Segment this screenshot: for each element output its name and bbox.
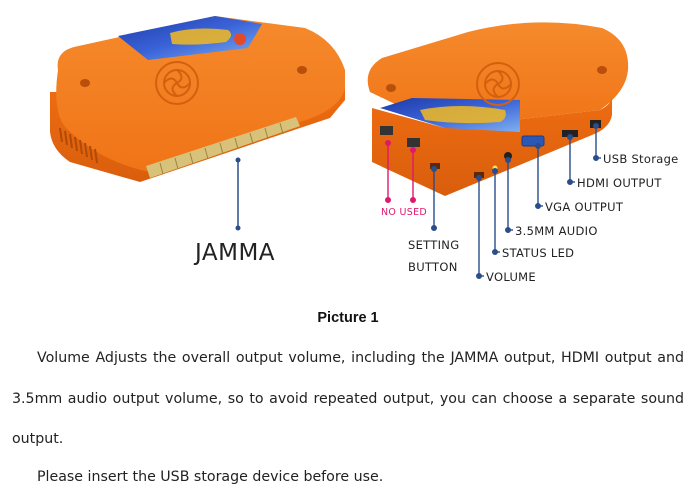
- volume-label: VOLUME: [486, 270, 536, 284]
- jamma-label: JAMMA: [195, 240, 276, 266]
- board-illustration: [50, 16, 629, 280]
- setting-button-label-line1: SETTING: [408, 238, 460, 252]
- left-board-box: [50, 16, 345, 231]
- hdmi-output-label: HDMI OUTPUT: [577, 176, 662, 190]
- product-figure: JAMMA USB Storage HDMI OUTPUT VGA OUTPUT…: [50, 16, 679, 284]
- volume-description-paragraph: Volume Adjusts the overall output volume…: [12, 350, 684, 447]
- fan-vent-icon: [476, 62, 520, 106]
- setting-button-label-line2: BUTTON: [408, 260, 458, 274]
- usb-port-unused: [407, 138, 420, 147]
- usb-port-unused: [380, 126, 393, 135]
- audio-35mm-label: 3.5MM AUDIO: [515, 224, 598, 238]
- jamma-connector: [146, 117, 300, 178]
- no-used-label: NO USED: [381, 207, 428, 218]
- usb-instruction-paragraph: Please insert the USB storage device bef…: [37, 469, 384, 485]
- fan-vent-icon: [155, 61, 199, 105]
- figure-caption: Picture 1: [317, 310, 379, 326]
- status-led-label: STATUS LED: [502, 246, 575, 260]
- vga-output-label: VGA OUTPUT: [545, 200, 624, 214]
- usb-storage-label: USB Storage: [603, 152, 679, 166]
- right-board-box: [367, 22, 629, 280]
